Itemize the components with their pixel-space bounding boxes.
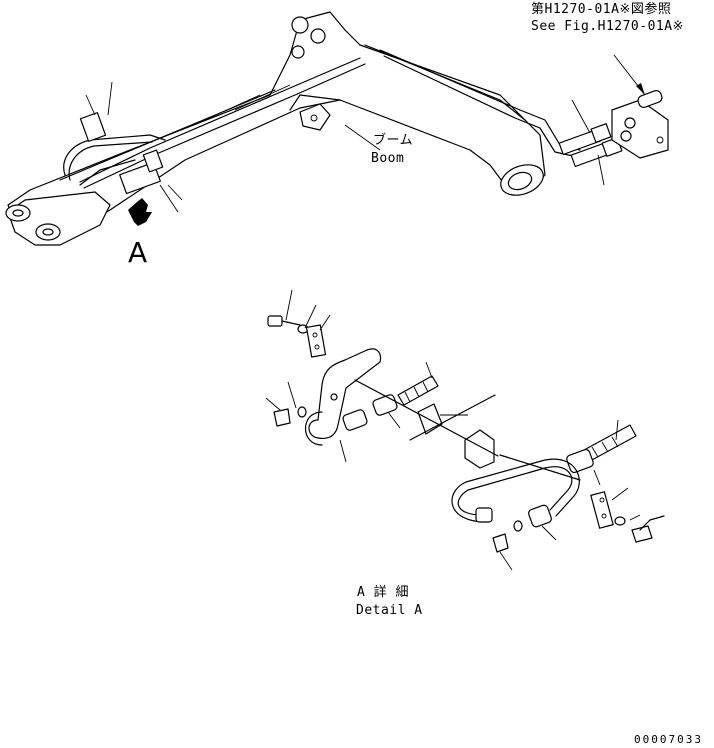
valve-block [611,90,669,159]
detail-a-exploded-view [265,289,665,571]
view-letter-a: A [128,236,147,269]
rear-hose-fittings [558,123,623,168]
boom-label-jp: ブーム [373,132,413,148]
reference-label-en: See Fig.H1270-01A※ [531,19,684,34]
drawing-number: 00007033 [634,733,703,746]
boom-label-en: Boom [371,151,404,166]
detail-label-jp: A 詳 細 [357,584,409,600]
boom-assembly [5,11,669,246]
view-arrow [128,198,152,226]
detail-label-en: Detail A [356,603,423,618]
reference-label-jp: 第H1270-01A※図参照 [531,1,671,17]
